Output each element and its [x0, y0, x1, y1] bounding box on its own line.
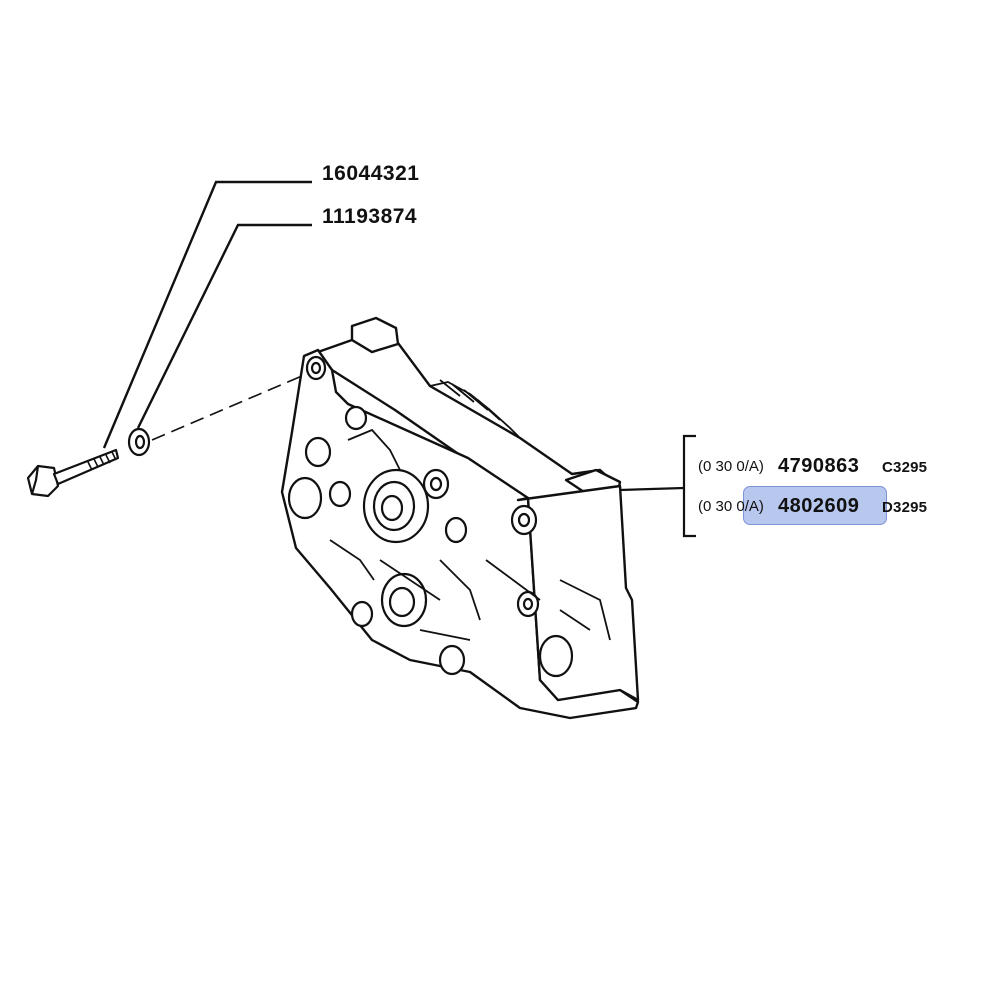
assembly-axis-dashed [151, 369, 317, 441]
row-2-code: (0 30 0/A) [698, 498, 764, 515]
row-1-code: (0 30 0/A) [698, 458, 764, 475]
housing-leader-line [619, 486, 685, 492]
parts-bracket [682, 434, 696, 538]
bolt-part-number[interactable]: 16044321 [322, 162, 420, 185]
washer[interactable] [127, 427, 151, 457]
part-number-highlight [743, 486, 887, 525]
washer-part-number[interactable]: 11193874 [322, 205, 418, 228]
bolt-leader-line [102, 180, 312, 449]
row-1-variant: C3295 [882, 459, 928, 476]
row-2-variant: D3295 [882, 499, 928, 516]
washer-leader-line [136, 223, 312, 429]
bolt[interactable] [26, 448, 120, 498]
housing-details [287, 355, 611, 678]
row-2-part-number[interactable]: 4802609 [778, 495, 860, 517]
row-1-part-number[interactable]: 4790863 [778, 455, 860, 477]
